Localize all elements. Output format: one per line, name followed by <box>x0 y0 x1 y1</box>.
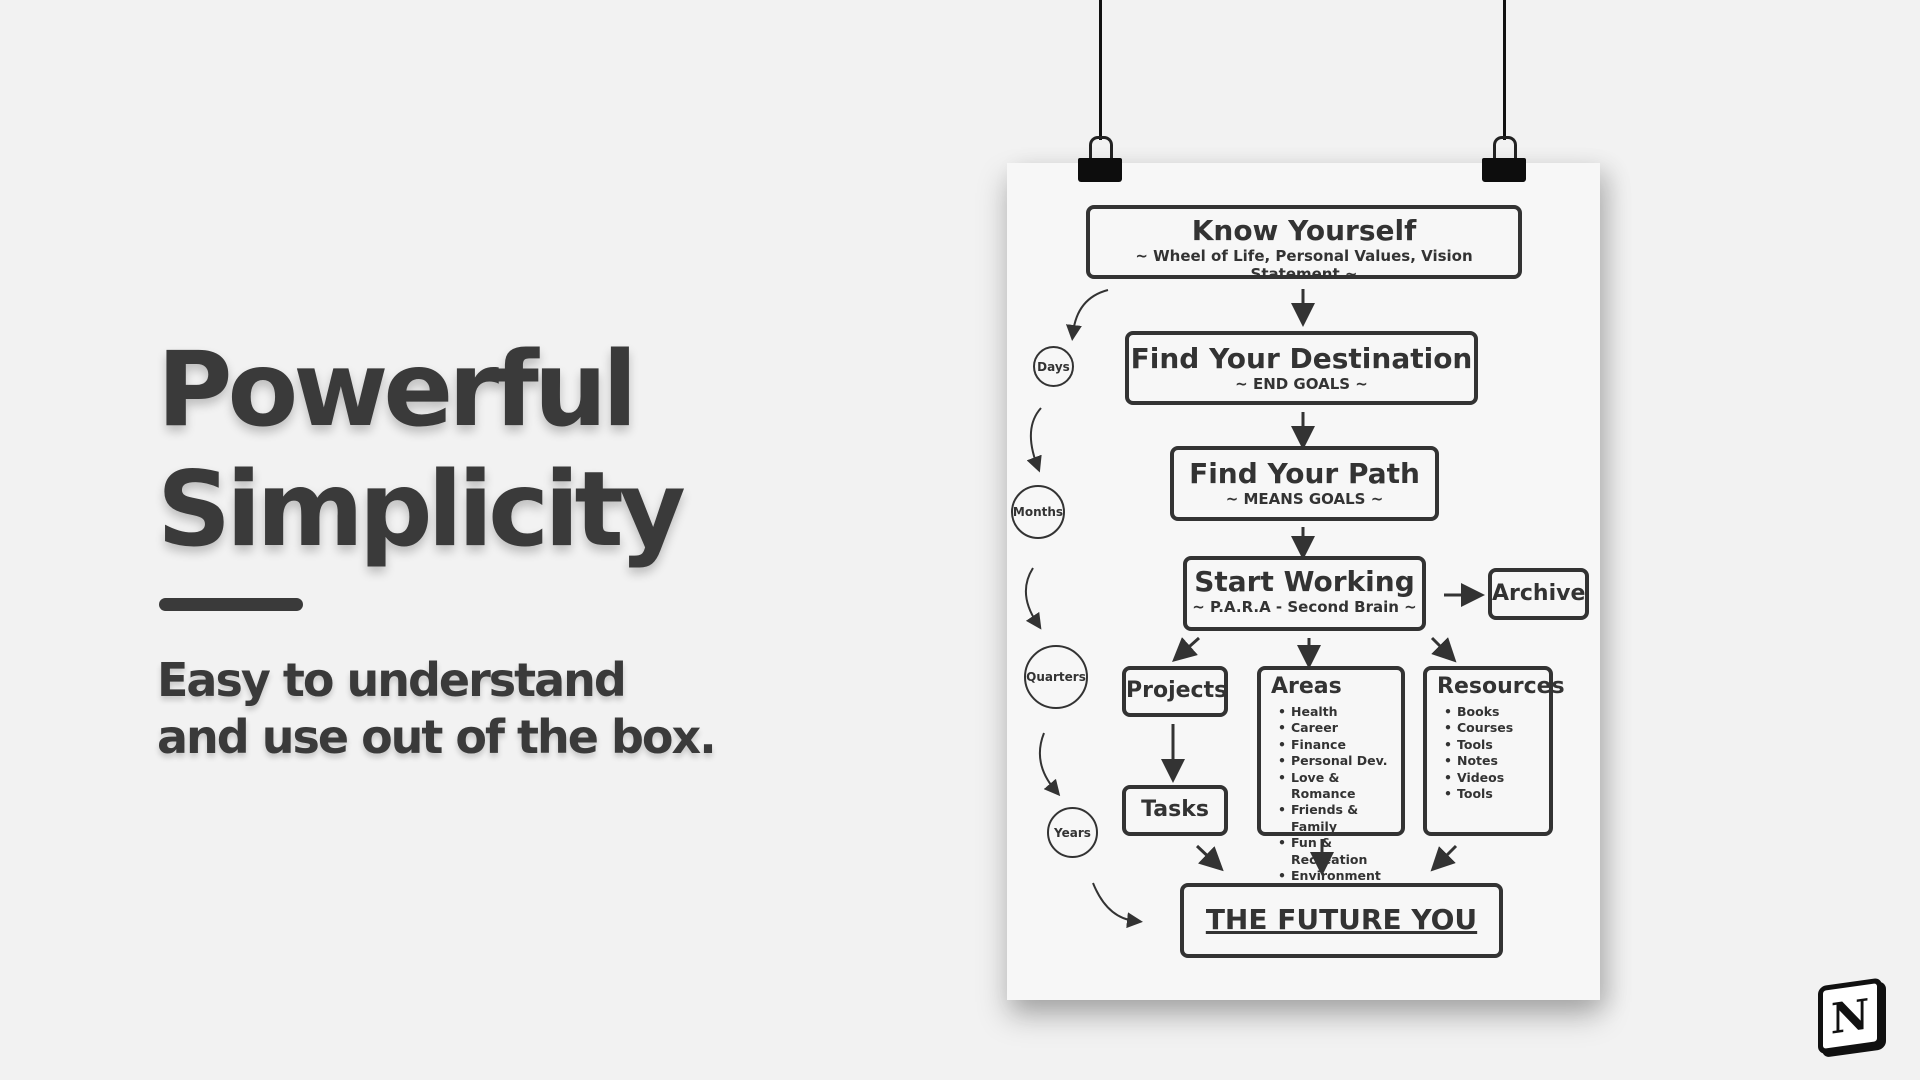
node-tasks: Tasks <box>1122 785 1228 836</box>
node-resources: Resources Books Courses Tools Notes Vide… <box>1423 666 1565 836</box>
notion-logo-icon: N <box>1818 977 1882 1055</box>
flow-arrows <box>1025 289 1485 929</box>
list-item: Fun & Recreation <box>1278 835 1401 868</box>
list-item: Tools <box>1444 786 1549 803</box>
list-item: Health <box>1278 704 1401 721</box>
node-subtitle: ~ MEANS GOALS ~ <box>1225 490 1384 508</box>
poster: Know Yourself ~ Wheel of Life, Personal … <box>1007 163 1600 1000</box>
node-archive: Archive <box>1488 568 1589 620</box>
node-title: Find Your Destination <box>1130 342 1473 375</box>
subheadline-line-1: Easy to understand <box>157 653 627 707</box>
timeline-months: Months <box>1011 485 1065 539</box>
node-subtitle: ~ Wheel of Life, Personal Values, Vision… <box>1135 247 1473 283</box>
node-the-future-you: THE FUTURE YOU <box>1180 883 1503 958</box>
node-title: Know Yourself <box>1191 214 1417 247</box>
node-subtitle: ~ END GOALS ~ <box>1235 375 1368 393</box>
node-title: Tasks <box>1141 797 1209 822</box>
subheadline-line-2: and use out of the box. <box>157 710 717 764</box>
list-item: Tools <box>1444 737 1549 754</box>
list-item: Books <box>1444 704 1549 721</box>
subheadline: Easy to understand and use out of the bo… <box>157 652 717 766</box>
node-title: Start Working <box>1194 565 1415 598</box>
node-subtitle: ~ P.A.R.A - Second Brain ~ <box>1192 598 1417 616</box>
node-title: Find Your Path <box>1189 457 1420 490</box>
areas-list: Health Career Finance Personal Dev. Love… <box>1271 704 1401 885</box>
list-item: Environment <box>1278 868 1401 885</box>
timeline-arrows <box>1025 289 1143 929</box>
list-item: Finance <box>1278 737 1401 754</box>
resources-list: Books Courses Tools Notes Videos Tools <box>1437 704 1549 803</box>
node-title: Projects <box>1126 678 1228 703</box>
list-item: Notes <box>1444 753 1549 770</box>
node-title: Archive <box>1492 581 1586 606</box>
binder-clip-right-icon <box>1482 136 1526 184</box>
node-projects: Projects <box>1122 666 1228 717</box>
list-item: Friends & Family <box>1278 802 1401 835</box>
hanging-string-left <box>1099 0 1102 140</box>
hanging-string-right <box>1503 0 1506 140</box>
timeline-days: Days <box>1033 346 1074 387</box>
binder-clip-left-icon <box>1078 136 1122 184</box>
node-know-yourself: Know Yourself ~ Wheel of Life, Personal … <box>1086 205 1522 283</box>
node-find-your-path: Find Your Path ~ MEANS GOALS ~ <box>1170 446 1439 521</box>
list-item: Career <box>1278 720 1401 737</box>
headline-line-2: Simplicity <box>157 450 686 570</box>
list-item: Love & Romance <box>1278 770 1401 803</box>
timeline-quarters: Quarters <box>1024 645 1088 709</box>
node-start-working: Start Working ~ P.A.R.A - Second Brain ~ <box>1183 556 1426 631</box>
list-item: Personal Dev. <box>1278 753 1401 770</box>
node-areas: Areas Health Career Finance Personal Dev… <box>1257 666 1405 885</box>
divider <box>159 598 303 611</box>
list-item: Courses <box>1444 720 1549 737</box>
timeline-years: Years <box>1047 807 1098 858</box>
node-find-your-destination: Find Your Destination ~ END GOALS ~ <box>1125 331 1478 405</box>
headline: Powerful Simplicity <box>157 330 686 570</box>
headline-line-1: Powerful <box>157 330 638 450</box>
list-item: Videos <box>1444 770 1549 787</box>
node-title: Resources <box>1437 674 1565 699</box>
node-title: Areas <box>1271 674 1342 699</box>
node-title: THE FUTURE YOU <box>1205 903 1478 936</box>
